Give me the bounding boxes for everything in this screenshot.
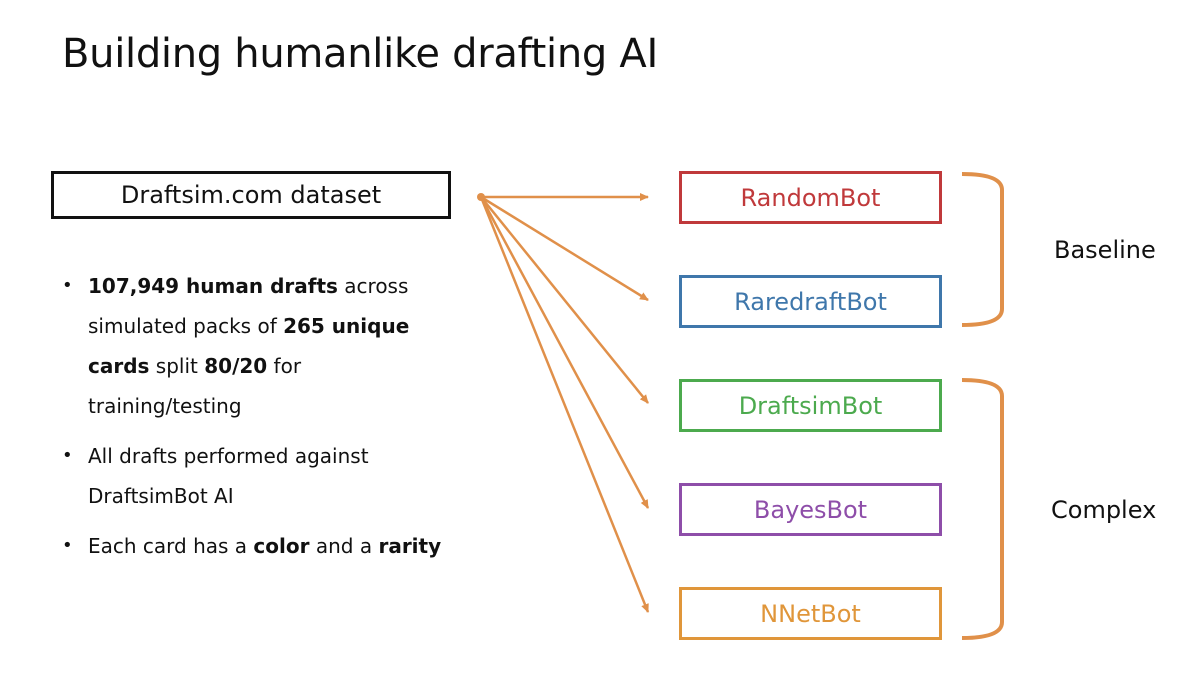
bullet-icon: • [62,445,73,466]
bot-label: RaredraftBot [734,287,887,316]
bot-box-randombot: RandomBot [679,171,942,224]
bot-box-draftsimbot: DraftsimBot [679,379,942,432]
bot-label: BayesBot [753,495,868,524]
bullet-icon: • [62,535,73,556]
bullet-text: for training/testing [88,354,302,418]
bullet-icon: • [62,275,73,296]
baseline-bracket [961,172,1004,327]
group-label-baseline: Baseline [1054,236,1156,264]
bot-box-nnetbot: NNetBot [679,587,942,640]
dataset-box: Draftsim.com dataset [51,171,451,219]
complex-bracket [961,378,1004,640]
bullet-item: • Each card has a color and a rarity [62,526,452,566]
arrow-to-nnetbot [479,196,650,613]
bullet-text: split [149,354,205,378]
bot-label: RandomBot [740,183,881,212]
bullet-text: across simulated packs of [88,274,409,338]
bullet-text-bold: 80/20 [204,354,268,378]
bullet-text-bold: rarity [378,534,442,558]
arrow-to-draftsimbot [480,196,649,404]
bot-box-raredraftbot: RaredraftBot [679,275,942,328]
group-label-complex: Complex [1051,496,1157,524]
bullet-item: • 107,949 human drafts across simulated … [62,266,452,426]
bullet-text: and a [309,534,379,558]
bot-label: DraftsimBot [738,391,883,420]
arrow-to-bayesbot [479,196,650,509]
bullet-text: Each card has a [88,534,254,558]
bullet-item: • All drafts performed against DraftsimB… [62,436,452,516]
bot-box-bayesbot: BayesBot [679,483,942,536]
bot-label: NNetBot [760,599,861,628]
bullet-list: • 107,949 human drafts across simulated … [62,266,452,576]
bullet-text-bold: 265 unique cards [88,314,410,378]
bullet-text: All drafts performed against DraftsimBot… [88,444,369,508]
bullet-text-bold: 107,949 human drafts [88,274,338,298]
bullet-text-bold: color [253,534,310,558]
dataset-box-label: Draftsim.com dataset [120,181,382,209]
arrow-to-raredraftbot [480,195,649,302]
slide-title: Building humanlike drafting AI [62,31,658,77]
